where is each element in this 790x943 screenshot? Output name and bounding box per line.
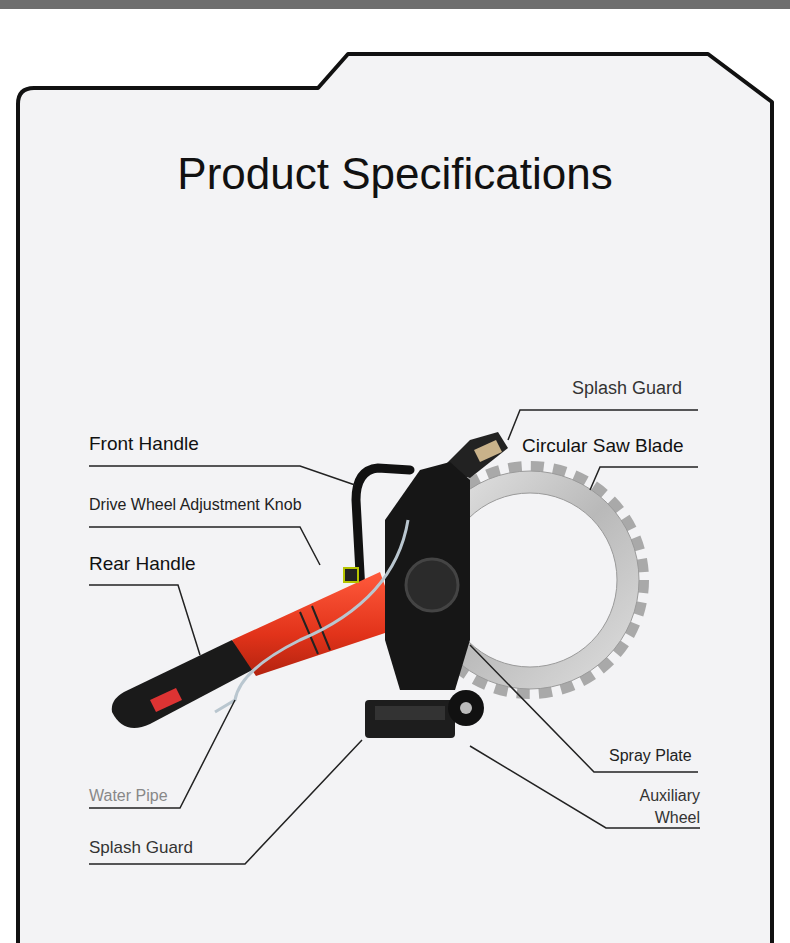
part-label: Front Handle — [89, 432, 199, 456]
part-label: Splash Guard — [89, 837, 193, 858]
part-label: Splash Guard — [572, 377, 682, 400]
part-label: Auxiliary Wheel — [612, 785, 700, 830]
gear-body — [385, 462, 470, 690]
base-inner — [375, 706, 445, 720]
wheel-hub — [460, 702, 472, 714]
knob — [344, 568, 358, 582]
trigger — [150, 688, 182, 712]
part-label: Rear Handle — [89, 552, 196, 576]
top-bar — [0, 0, 790, 9]
page-title: Product Specifications — [0, 146, 790, 201]
part-label: Circular Saw Blade — [522, 434, 684, 458]
part-label: Spray Plate — [609, 746, 692, 766]
gear-cover — [406, 559, 458, 611]
leader-lines — [89, 410, 700, 864]
motor-rings — [300, 606, 330, 654]
part-label: Drive Wheel Adjustment Knob — [89, 495, 302, 515]
auxiliary-wheel — [448, 690, 484, 726]
part-label: Water Pipe — [89, 786, 168, 806]
base-plate — [365, 700, 455, 738]
rear-handle — [112, 640, 256, 728]
guard-pad — [474, 440, 502, 462]
